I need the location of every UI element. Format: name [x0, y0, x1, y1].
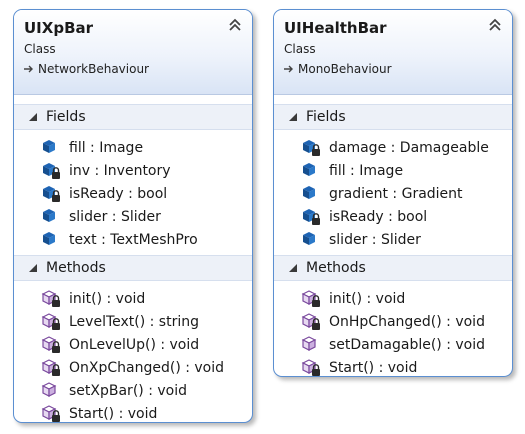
collapse-triangle-icon	[29, 264, 37, 272]
field-row[interactable]: slider : Slider	[14, 205, 252, 228]
field-icon	[300, 231, 322, 249]
private-method-icon	[300, 312, 322, 331]
base-class-label: NetworkBehaviour	[38, 62, 149, 76]
collapse-chevron-icon[interactable]	[228, 18, 242, 32]
fields-section-header[interactable]: Fields	[274, 104, 512, 130]
class-stereotype: Class	[284, 42, 316, 56]
method-icon	[40, 381, 62, 400]
private-method-icon	[300, 289, 322, 308]
field-icon	[40, 208, 62, 226]
method-label: OnLevelUp() : void	[69, 336, 200, 353]
field-icon	[40, 231, 62, 249]
method-row[interactable]: setXpBar() : void	[14, 379, 252, 402]
field-label: damage : Damageable	[329, 139, 489, 156]
class-name: UIXpBar	[24, 19, 94, 37]
collapse-triangle-icon	[289, 264, 297, 272]
inheritance-arrow-icon	[284, 65, 293, 73]
method-label: Start() : void	[329, 359, 418, 376]
methods-section-header[interactable]: Methods	[274, 255, 512, 281]
field-row[interactable]: isReady : bool	[274, 205, 512, 228]
section-label: Fields	[46, 109, 86, 125]
private-field-icon	[300, 139, 322, 157]
private-method-icon	[40, 312, 62, 331]
base-class: NetworkBehaviour	[24, 62, 149, 76]
collapse-triangle-icon	[29, 113, 37, 121]
field-icon	[300, 162, 322, 180]
field-row[interactable]: fill : Image	[274, 159, 512, 182]
method-label: setDamagable() : void	[329, 336, 485, 353]
private-method-icon	[40, 358, 62, 377]
field-label: isReady : bool	[329, 208, 428, 225]
method-icon	[300, 335, 322, 354]
method-row[interactable]: Start() : void	[14, 402, 252, 423]
section-label: Methods	[46, 260, 106, 276]
private-method-icon	[40, 335, 62, 354]
field-icon	[300, 185, 322, 203]
class-header: UIXpBar Class NetworkBehaviour	[14, 10, 252, 95]
private-field-icon	[40, 185, 62, 203]
section-label: Methods	[306, 260, 366, 276]
method-row[interactable]: LevelText() : string	[14, 310, 252, 333]
method-label: OnXpChanged() : void	[69, 359, 225, 376]
method-row[interactable]: Start() : void	[274, 356, 512, 377]
collapse-triangle-icon	[289, 113, 297, 121]
private-field-icon	[300, 208, 322, 226]
class-header: UIHealthBar Class MonoBehaviour	[274, 10, 512, 95]
method-label: OnHpChanged() : void	[329, 313, 485, 330]
inheritance-arrow-icon	[24, 65, 33, 73]
field-label: isReady : bool	[69, 185, 168, 202]
private-field-icon	[40, 162, 62, 180]
class-card-uixpbar[interactable]: UIXpBar Class NetworkBehaviour Fields fi…	[13, 9, 253, 423]
collapse-chevron-icon[interactable]	[488, 18, 502, 32]
field-label: slider : Slider	[329, 231, 421, 248]
private-method-icon	[300, 358, 322, 377]
field-row[interactable]: gradient : Gradient	[274, 182, 512, 205]
method-row[interactable]: OnHpChanged() : void	[274, 310, 512, 333]
method-row[interactable]: setDamagable() : void	[274, 333, 512, 356]
field-row[interactable]: isReady : bool	[14, 182, 252, 205]
field-row[interactable]: text : TextMeshPro	[14, 228, 252, 251]
field-row[interactable]: slider : Slider	[274, 228, 512, 251]
methods-section-header[interactable]: Methods	[14, 255, 252, 281]
class-name: UIHealthBar	[284, 19, 387, 37]
fields-section-header[interactable]: Fields	[14, 104, 252, 130]
method-row[interactable]: OnLevelUp() : void	[14, 333, 252, 356]
class-card-uihealthbar[interactable]: UIHealthBar Class MonoBehaviour Fields d…	[273, 9, 513, 377]
method-label: init() : void	[329, 290, 406, 307]
field-label: inv : Inventory	[69, 162, 171, 179]
field-row[interactable]: damage : Damageable	[274, 136, 512, 159]
method-label: LevelText() : string	[69, 313, 199, 330]
method-row[interactable]: init() : void	[274, 287, 512, 310]
field-label: fill : Image	[69, 139, 144, 156]
private-method-icon	[40, 404, 62, 423]
method-row[interactable]: OnXpChanged() : void	[14, 356, 252, 379]
class-stereotype: Class	[24, 42, 56, 56]
method-label: Start() : void	[69, 405, 158, 422]
base-class-label: MonoBehaviour	[298, 62, 392, 76]
method-label: setXpBar() : void	[69, 382, 187, 399]
field-label: slider : Slider	[69, 208, 161, 225]
field-label: fill : Image	[329, 162, 404, 179]
field-row[interactable]: inv : Inventory	[14, 159, 252, 182]
base-class: MonoBehaviour	[284, 62, 392, 76]
field-label: text : TextMeshPro	[69, 231, 198, 248]
method-label: init() : void	[69, 290, 146, 307]
fields-list: damage : Damageable fill : Image gradient …	[274, 130, 512, 255]
field-row[interactable]: fill : Image	[14, 136, 252, 159]
fields-list: fill : Image inv : Inventory isReady : boo…	[14, 130, 252, 255]
field-label: gradient : Gradient	[329, 185, 463, 202]
field-icon	[40, 139, 62, 157]
section-label: Fields	[306, 109, 346, 125]
private-method-icon	[40, 289, 62, 308]
method-row[interactable]: init() : void	[14, 287, 252, 310]
